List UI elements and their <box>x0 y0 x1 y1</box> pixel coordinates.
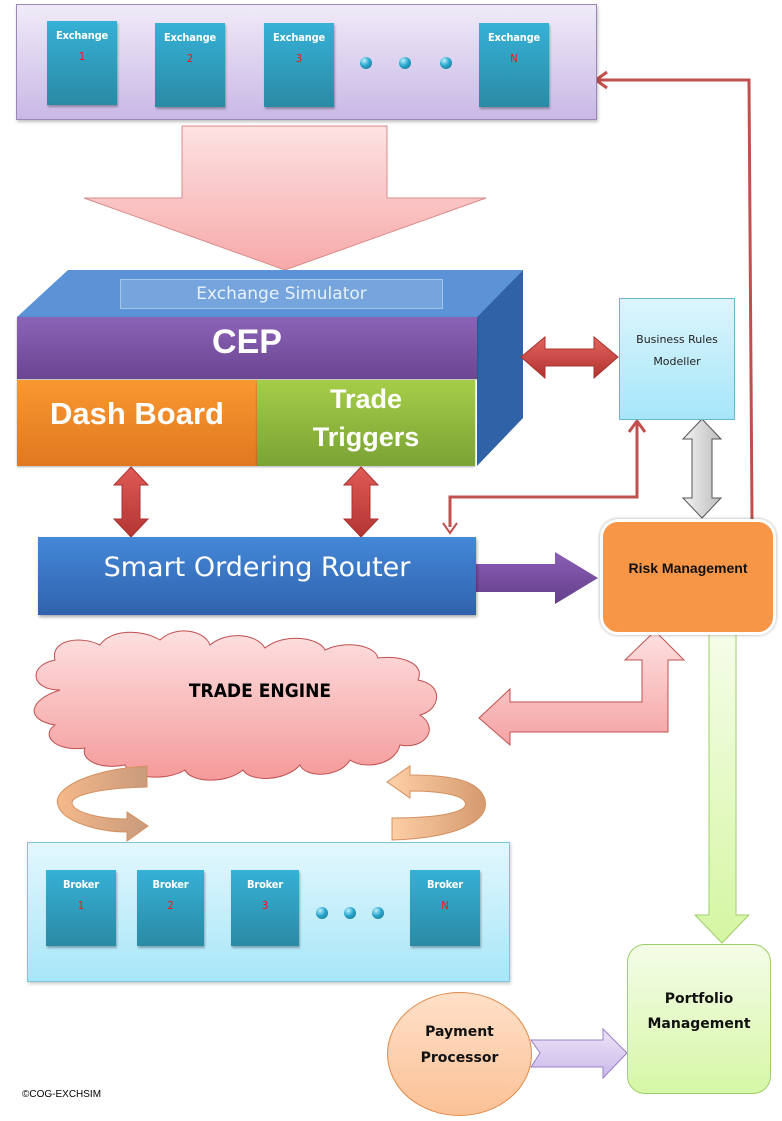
simulator-box-side <box>477 270 523 466</box>
router-rules-connector <box>448 422 639 527</box>
portfolio-line1: Portfolio <box>664 991 734 1007</box>
simulator-box-top <box>17 270 523 317</box>
exchange-label: Exchange <box>164 31 216 44</box>
trade-triggers-line2: Triggers <box>312 422 420 452</box>
business-rules-line2: Modeller <box>653 355 701 368</box>
simulator-rules-arrow <box>520 335 619 380</box>
trade-engine-label: TRADE ENGINE <box>188 680 332 702</box>
cep-block[interactable]: CEP <box>17 317 477 379</box>
exchange-label: Exchange <box>56 29 108 42</box>
copyright-notice: ©COG-EXCHSIM <box>22 1089 102 1100</box>
broker-number: 2 <box>167 899 174 912</box>
ellipsis-dot-icon <box>372 907 384 919</box>
exchange-number: 1 <box>78 50 86 63</box>
portfolio-line2: Management <box>647 1016 751 1032</box>
broker-3-tile[interactable]: Broker 3 <box>231 870 299 946</box>
payment-line2: Processor <box>420 1050 499 1066</box>
ellipsis-dot-icon <box>344 907 356 919</box>
exchange-feed-arrow <box>83 125 487 271</box>
trade-engine-cloud <box>33 630 438 781</box>
broker-number: 3 <box>261 899 269 912</box>
payment-portfolio-arrow <box>530 1027 628 1080</box>
broker-number: N <box>441 899 449 912</box>
engine-to-broker-curl <box>56 765 149 842</box>
exchange-label: Exchange <box>488 31 540 44</box>
rules-risk-arrow <box>681 418 723 519</box>
exchange-1-tile[interactable]: Exchange 1 <box>47 21 117 105</box>
broker-n-tile[interactable]: Broker N <box>410 870 480 946</box>
broker-label: Broker <box>427 878 463 891</box>
risk-management[interactable]: Risk Management <box>600 519 776 635</box>
exchange-2-tile[interactable]: Exchange 2 <box>155 23 225 107</box>
exchange-n-tile[interactable]: Exchange N <box>479 23 549 107</box>
smart-ordering-router[interactable]: Smart Ordering Router <box>38 537 476 615</box>
ellipsis-dot-icon <box>316 907 328 919</box>
router-rules-connector-head-up <box>627 418 647 433</box>
broker-label: Broker <box>152 878 189 891</box>
broker-label: Broker <box>247 878 283 891</box>
risk-portfolio-arrow <box>693 632 751 944</box>
business-rules-modeller[interactable]: Business Rules Modeller <box>619 298 735 420</box>
payment-line1: Payment <box>425 1024 494 1040</box>
exchange-number: 3 <box>295 52 303 65</box>
triggers-router-arrow <box>342 466 380 538</box>
router-risk-arrow <box>476 552 598 604</box>
broker-1-tile[interactable]: Broker 1 <box>46 870 116 946</box>
ellipsis-dot-icon <box>440 57 452 69</box>
payment-processor[interactable]: Payment Processor <box>387 992 532 1116</box>
ellipsis-dot-icon <box>360 57 372 69</box>
exchange-label: Exchange <box>273 31 325 44</box>
exchange-number: N <box>510 52 518 65</box>
risk-exchange-connector <box>596 78 754 520</box>
trade-triggers-block[interactable]: Trade Triggers <box>257 380 475 466</box>
business-rules-line1: Business Rules <box>636 333 718 346</box>
trade-triggers-line1: Trade <box>329 384 403 414</box>
exchange-simulator-title: Exchange Simulator <box>120 279 443 309</box>
router-rules-connector-head-down <box>442 522 458 535</box>
exchange-number: 2 <box>186 52 194 65</box>
ellipsis-dot-icon <box>399 57 411 69</box>
exchange-3-tile[interactable]: Exchange 3 <box>264 23 334 107</box>
broker-to-engine-curl <box>386 765 486 841</box>
dashboard-router-arrow <box>112 466 150 538</box>
dashboard-block[interactable]: Dash Board <box>17 380 257 466</box>
broker-2-tile[interactable]: Broker 2 <box>137 870 204 946</box>
risk-trade-engine-arrow <box>478 630 686 747</box>
broker-label: Broker <box>63 878 99 891</box>
broker-number: 1 <box>77 899 85 912</box>
portfolio-management[interactable]: Portfolio Management <box>627 944 771 1094</box>
